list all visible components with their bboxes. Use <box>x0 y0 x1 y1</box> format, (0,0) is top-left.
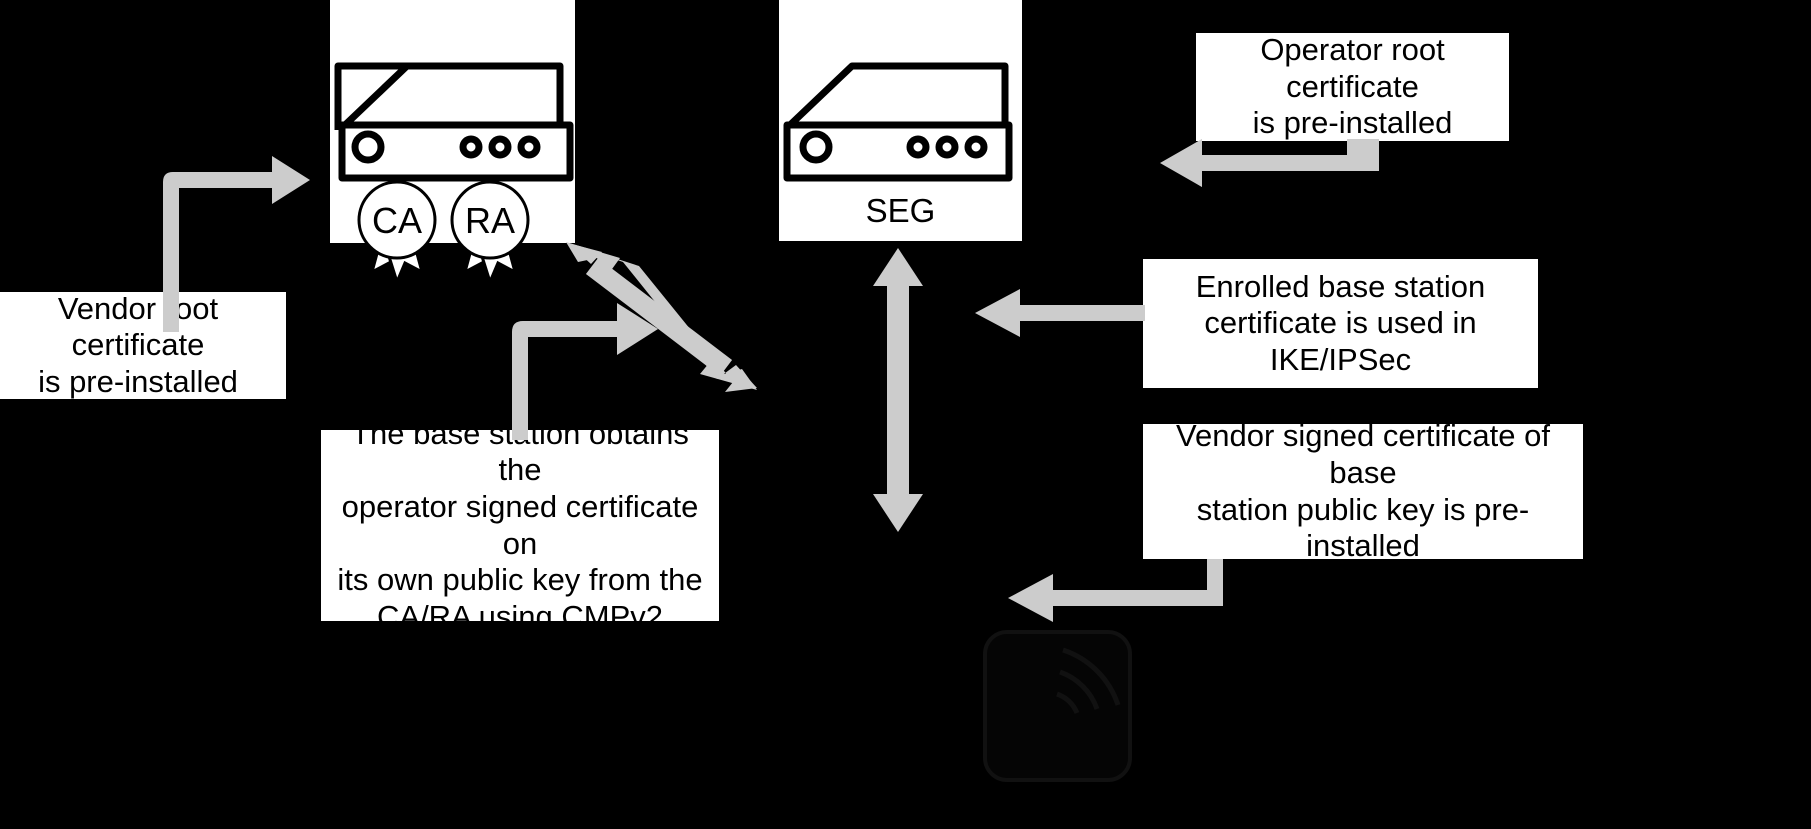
vendor-signed-callout-text: Vendor signed certificate of base statio… <box>1176 418 1550 564</box>
operator-root-callout-box: Operator root certificate is pre-install… <box>1196 32 1509 141</box>
vendor-root-callout-box: Vendor root certificate is pre-installed <box>0 290 286 399</box>
vendor-root-callout-text: Vendor root certificate is pre-installed <box>38 290 238 399</box>
seg-node-label: SEG <box>865 192 936 229</box>
enrolled-cert-callout-box: Enrolled base station certificate is use… <box>1143 259 1538 388</box>
vendor-signed-callout-box: Vendor signed certificate of base statio… <box>1143 418 1583 563</box>
connector-base-station-to-seg <box>566 242 757 392</box>
connector-seg-to-access-point <box>873 248 923 532</box>
connector-enrolled-cert-to-seg-link <box>975 289 1145 337</box>
access-point-wireless-base-station-icon <box>983 630 1132 782</box>
operator-root-callout-text: Operator root certificate is pre-install… <box>1252 32 1453 141</box>
cmpv2-callout-box: The base station obtains the operator si… <box>321 416 719 634</box>
base-station-panel <box>330 0 575 243</box>
enrolled-cert-callout-text: Enrolled base station certificate is use… <box>1195 268 1486 377</box>
connector-vendor-signed-to-access-point <box>1008 559 1223 622</box>
cmpv2-callout-text: The base station obtains the operator si… <box>337 415 703 634</box>
connector-operator-root-to-seg <box>1160 139 1379 187</box>
